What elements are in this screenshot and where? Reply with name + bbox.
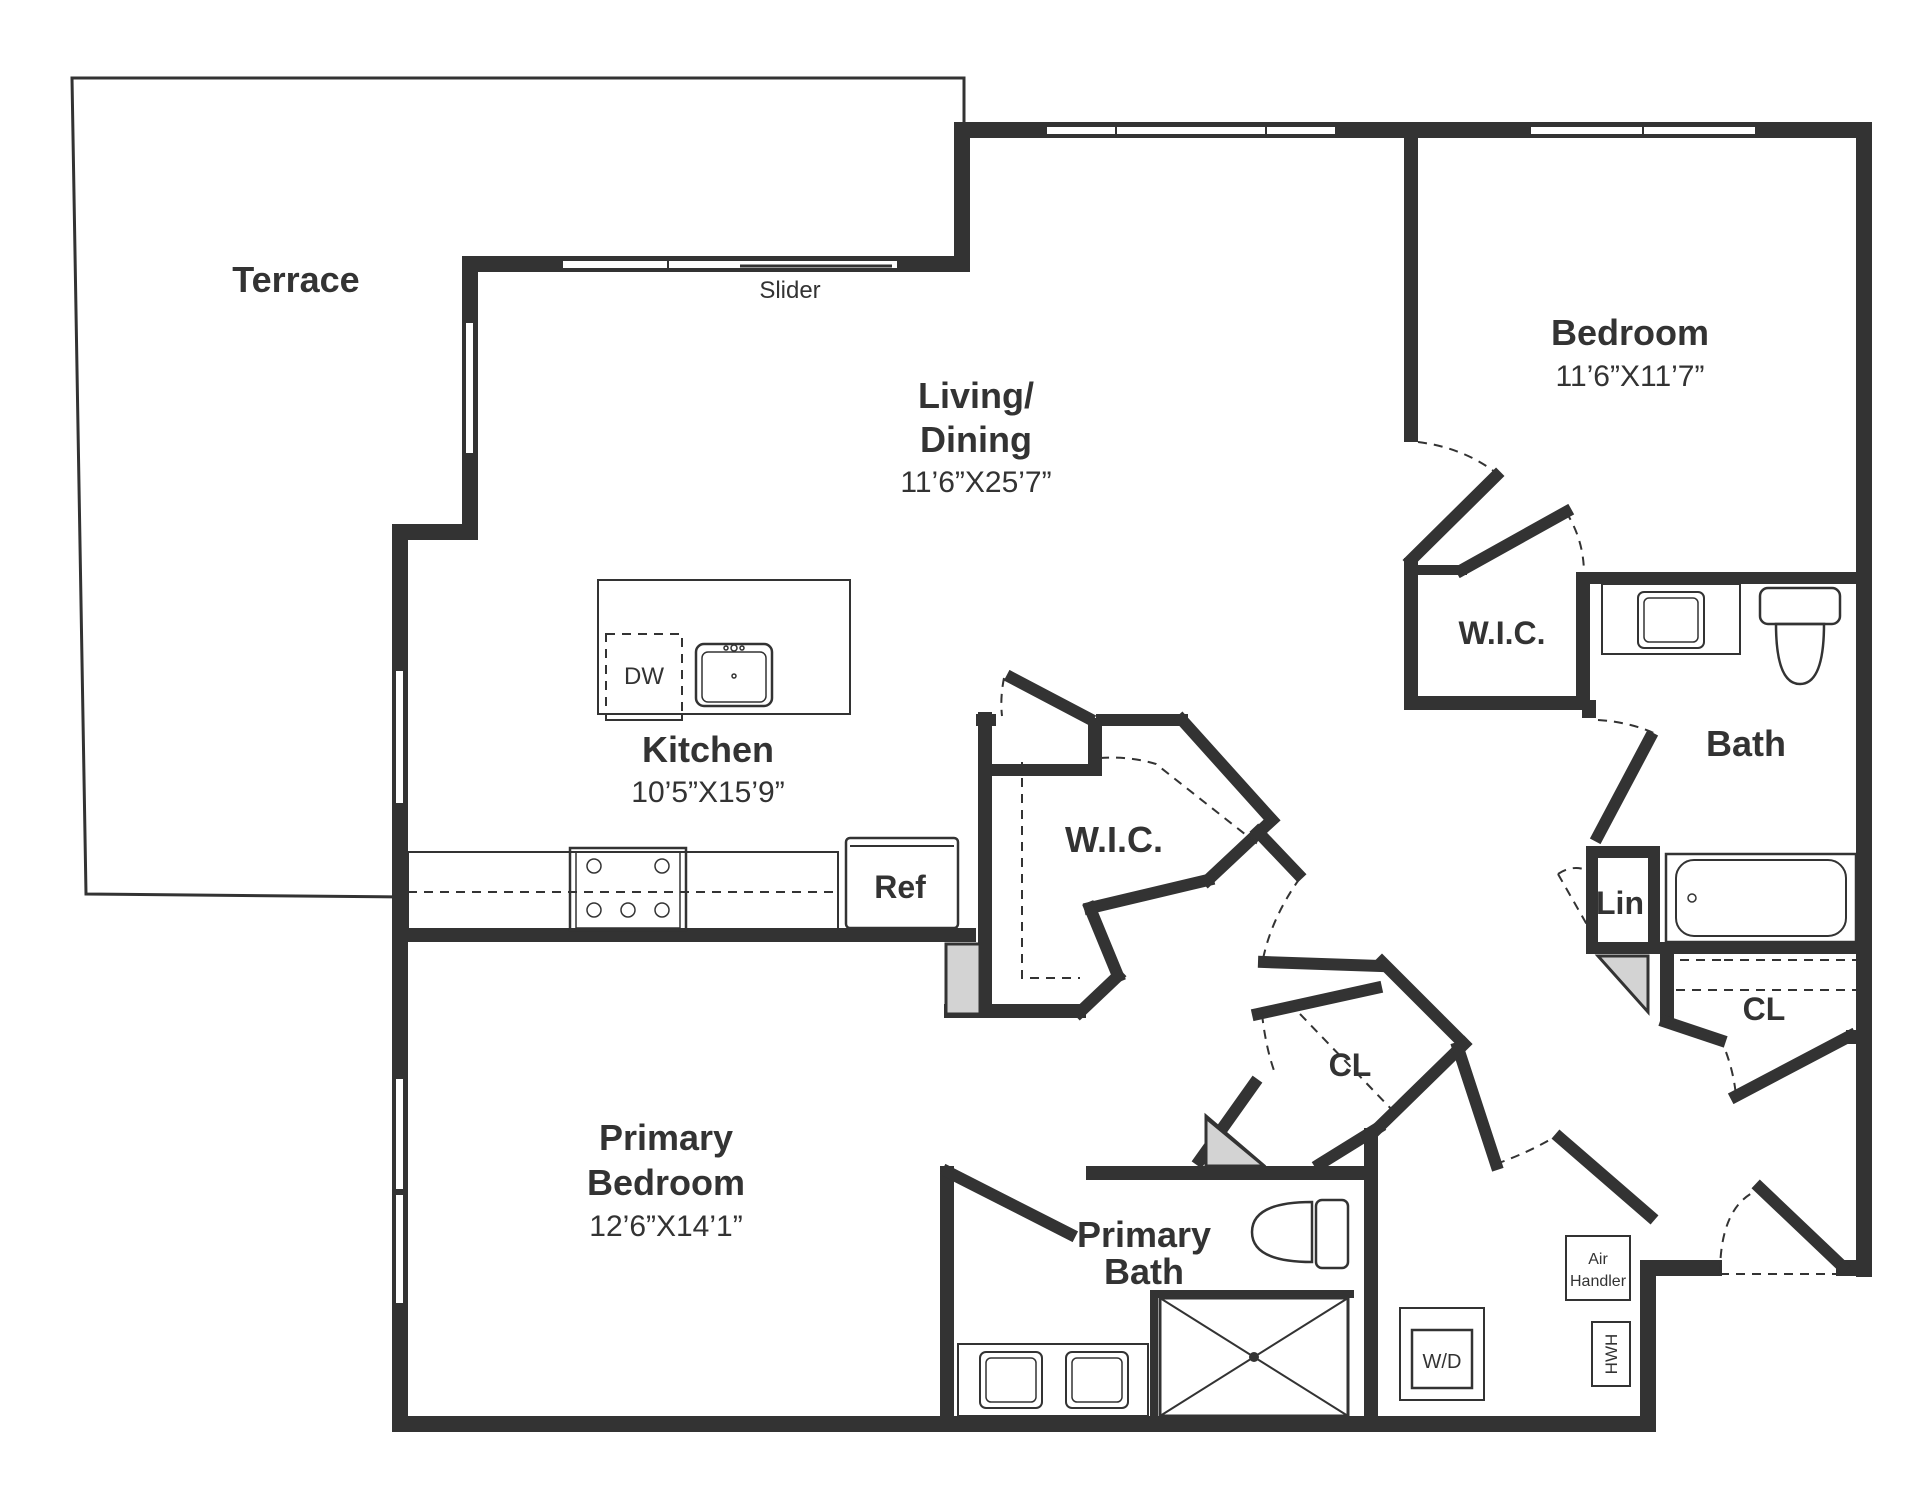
closet-primary-label: CL [1329, 1047, 1372, 1083]
air-handler-label-line2: Handler [1570, 1273, 1627, 1290]
dishwasher-label: DW [624, 663, 664, 690]
shafts [944, 942, 1650, 1168]
primary-bedroom-size: 12’6”X14’1” [589, 1210, 742, 1243]
kitchen-size: 10’5”X15’9” [631, 776, 784, 809]
air-handler-label-line1: Air [1588, 1251, 1608, 1268]
living-size: 11’6”X25’7” [900, 466, 1051, 499]
wic-primary-label: W.I.C. [1065, 819, 1163, 860]
fixture-labels: DW Ref W/D Air Handler HWH [624, 663, 1627, 1374]
washer-dryer-label: W/D [1423, 1351, 1462, 1373]
primary-bedroom-label-line1: Primary [599, 1117, 733, 1158]
living-label-line2: Dining [920, 419, 1032, 460]
linen-label: Lin [1596, 885, 1644, 921]
closet-hall-label: CL [1743, 991, 1786, 1027]
primary-bedroom-label-line2: Bedroom [587, 1162, 745, 1203]
refrigerator-label: Ref [874, 869, 926, 905]
room-labels: Terrace Slider Living/ Dining 11’6”X25’7… [232, 259, 1786, 1292]
slider-label: Slider [759, 277, 820, 304]
bedroom-size: 11’6”X11’7” [1556, 360, 1705, 393]
bath-fixtures [957, 583, 1858, 1418]
windows [394, 125, 1757, 1305]
bedroom-label: Bedroom [1551, 312, 1709, 353]
primary-bath-label-line2: Bath [1104, 1251, 1184, 1292]
primary-bath-label-line1: Primary [1077, 1214, 1211, 1255]
kitchen-fixtures [407, 579, 960, 932]
living-label-line1: Living/ [918, 375, 1034, 416]
terrace-label: Terrace [232, 259, 359, 300]
water-heater-label: HWH [1602, 1334, 1621, 1375]
bath-label: Bath [1706, 723, 1786, 764]
kitchen-label: Kitchen [642, 729, 774, 770]
wic-bedroom-label: W.I.C. [1458, 615, 1545, 651]
interior-walls [392, 122, 1872, 1432]
terrace-area [70, 76, 966, 899]
door-swings [1000, 441, 1856, 1275]
